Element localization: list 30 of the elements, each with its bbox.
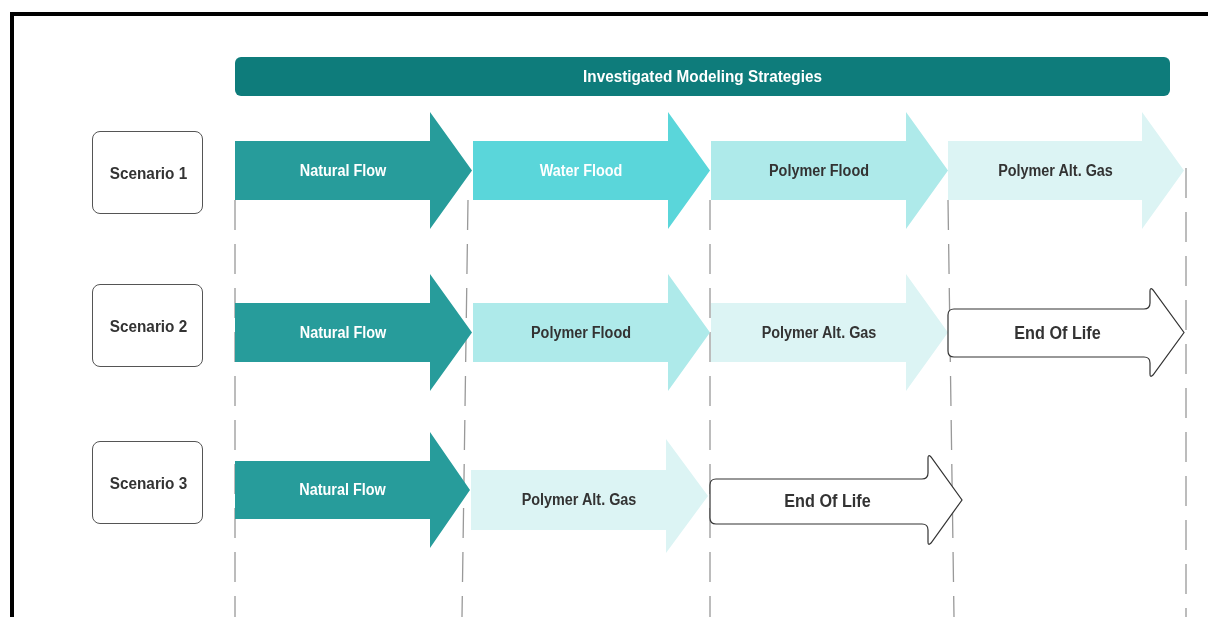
- process-step: [711, 274, 948, 391]
- process-step: [948, 112, 1184, 229]
- scenario-label: Scenario 1: [108, 162, 189, 185]
- step-label: Polymer Flood: [530, 322, 632, 343]
- step-label: Water Flood: [538, 160, 624, 181]
- banner-title: Investigated Modeling Strategies: [582, 65, 823, 88]
- step-label: Polymer Flood: [768, 160, 870, 181]
- step-label: Polymer Alt. Gas: [760, 322, 878, 343]
- scenario-box: [92, 284, 203, 367]
- step-label: Natural Flow: [298, 160, 388, 181]
- scenario-label: Scenario 2: [108, 315, 189, 338]
- process-step: [473, 274, 710, 391]
- scenario-label: Scenario 3: [108, 472, 189, 495]
- process-step: [473, 112, 710, 229]
- process-step: [235, 274, 472, 391]
- step-label: Polymer Alt. Gas: [520, 490, 638, 510]
- scenario-box: [92, 441, 203, 524]
- process-step: [235, 432, 470, 548]
- step-label: Natural Flow: [298, 322, 388, 343]
- process-step: [948, 287, 1184, 378]
- process-step: [711, 112, 948, 229]
- step-label: Natural Flow: [298, 480, 387, 500]
- title-banner: [235, 57, 1170, 96]
- process-step: [235, 112, 472, 229]
- process-step: [710, 454, 962, 546]
- step-label: End Of Life: [1013, 321, 1102, 345]
- process-step: [471, 439, 708, 553]
- step-label: Polymer Alt. Gas: [997, 160, 1114, 181]
- scenario-box: [92, 131, 203, 214]
- step-label: End Of Life: [783, 490, 872, 513]
